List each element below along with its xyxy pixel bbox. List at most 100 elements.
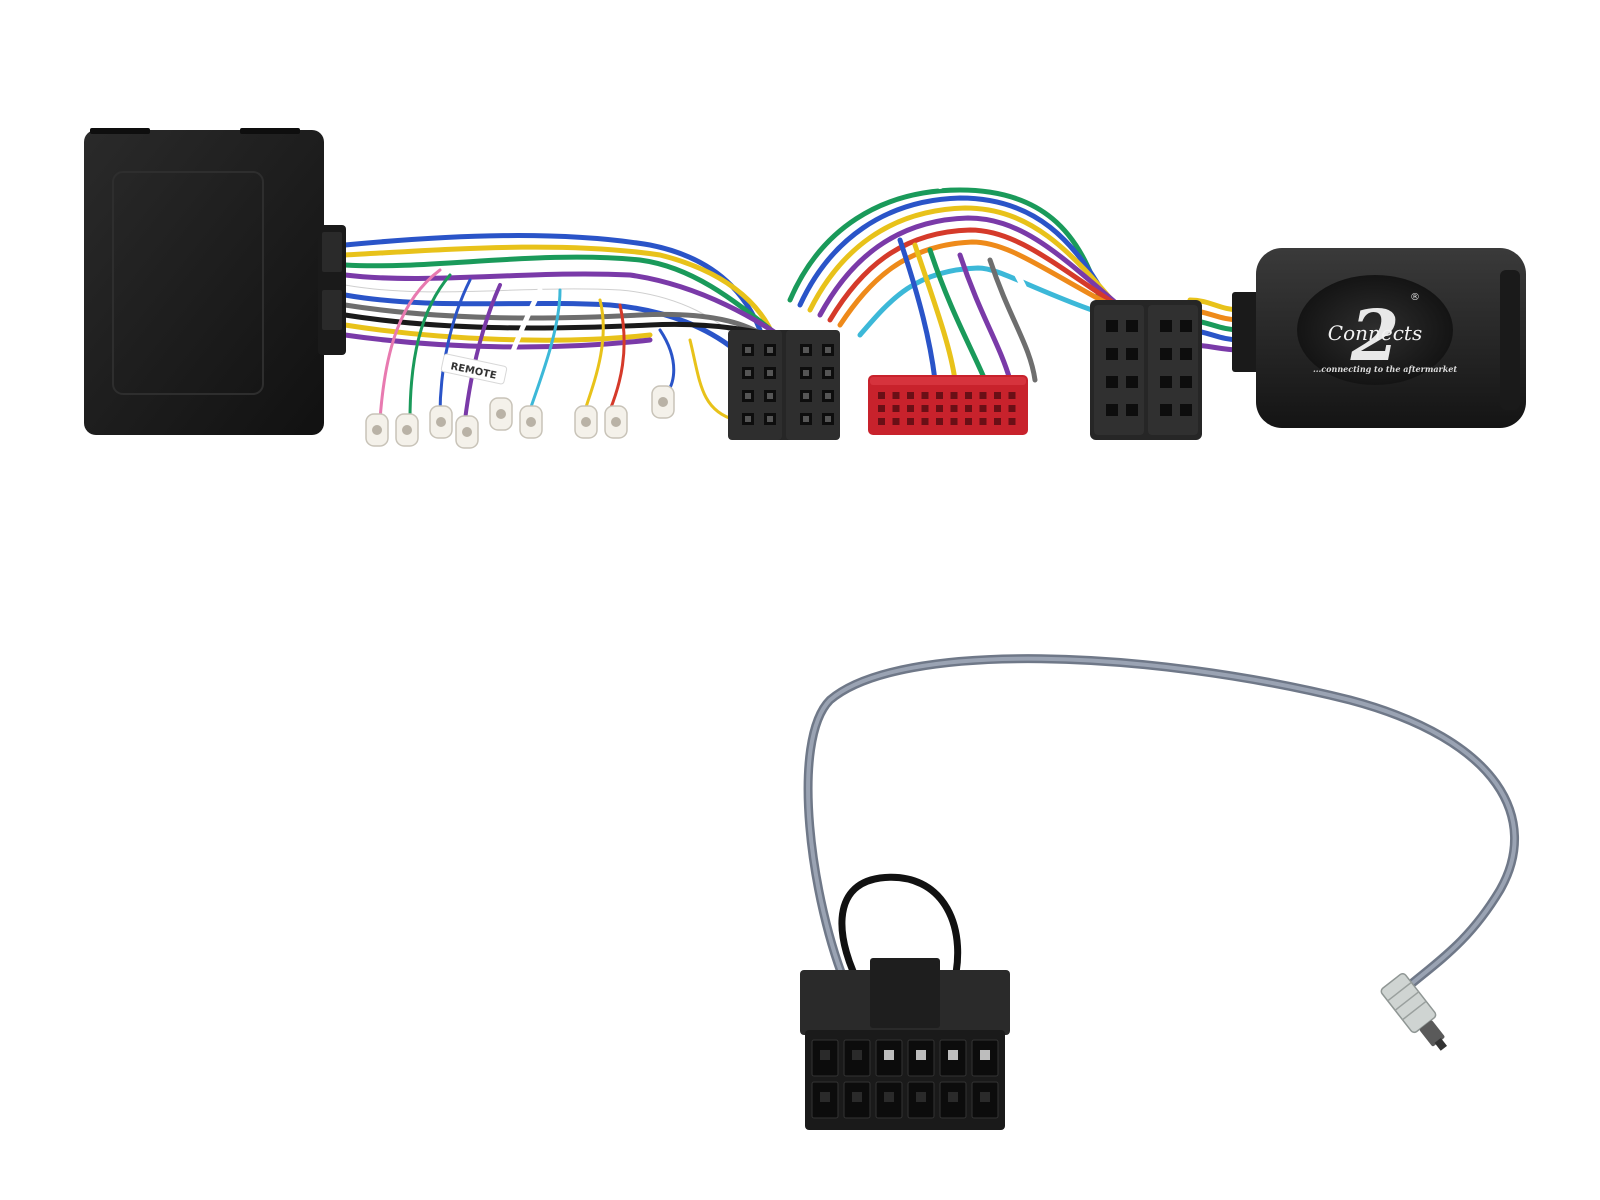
red-pin [965, 418, 972, 425]
iso-pin-contact [825, 393, 831, 399]
red-pin [892, 418, 900, 425]
grey-cable [803, 654, 1519, 995]
red-pin [950, 392, 958, 399]
red-pin [936, 392, 943, 399]
iso-right-pins [1106, 320, 1192, 416]
iso-pin [1180, 320, 1192, 332]
antenna-plug [1380, 972, 1448, 1051]
red-pin [878, 392, 885, 399]
interface-module: 2 Connects ® ...connecting to the afterm… [1232, 248, 1526, 428]
red-pin [907, 392, 914, 399]
brand-logo-numeral: 2 [1350, 294, 1400, 377]
iso-pin-contact [767, 347, 773, 353]
terminal-crimp [496, 409, 506, 419]
iso-pin [1106, 320, 1118, 332]
red-pin [979, 418, 987, 425]
socket-contact [916, 1092, 926, 1102]
iso-pin [1106, 376, 1118, 388]
registered-mark: ® [1410, 292, 1420, 303]
socket-contact [884, 1092, 894, 1102]
red-pin [907, 405, 914, 412]
red-connector [868, 375, 1028, 435]
jumper-wire [838, 873, 962, 992]
red-pin [994, 405, 1001, 412]
red-pin [994, 392, 1001, 399]
terminal-crimp [581, 417, 591, 427]
red-pin [907, 418, 914, 425]
terminal-crimp [462, 427, 472, 437]
socket-contact [820, 1050, 830, 1060]
interface-box [84, 128, 346, 435]
iso-pin [1126, 348, 1138, 360]
red-pin [936, 418, 943, 425]
iso-pin-contact [745, 416, 751, 422]
red-pin [979, 392, 987, 399]
iso-pin-contact [803, 370, 809, 376]
red-pin [994, 418, 1001, 425]
iso-pin [1160, 320, 1172, 332]
red-pin [878, 405, 885, 412]
iso-pin [1160, 376, 1172, 388]
red-pin [892, 405, 900, 412]
iso-pin-contact [825, 416, 831, 422]
iso-pin-contact [745, 393, 751, 399]
terminal-crimp [436, 417, 446, 427]
red-pin [979, 405, 987, 412]
iso-pin-contact [825, 370, 831, 376]
iso-pin [1106, 404, 1118, 416]
red-pin [878, 418, 885, 425]
red-pin [1008, 392, 1016, 399]
socket-contact [980, 1092, 990, 1102]
red-connector-pins [878, 392, 1016, 425]
terminal-crimp [526, 417, 536, 427]
red-pin [950, 405, 958, 412]
brand-logo-wordmark: Connects [1328, 321, 1422, 345]
iso-pin [1180, 404, 1192, 416]
red-pin [1008, 418, 1016, 425]
iso-pin [1126, 404, 1138, 416]
iso-pin-contact [767, 393, 773, 399]
iso-pin [1180, 376, 1192, 388]
iso-pin-contact [803, 347, 809, 353]
terminal-crimp [402, 425, 412, 435]
iso-pin [1160, 348, 1172, 360]
iso-connector-black [728, 330, 840, 440]
red-pin [921, 418, 929, 425]
red-pin [965, 405, 972, 412]
red-pin [921, 392, 929, 399]
red-pin [892, 392, 900, 399]
iso-pin-contact [767, 370, 773, 376]
iso-pin-contact [745, 370, 751, 376]
iso-pin [1126, 320, 1138, 332]
iso-pin [1126, 376, 1138, 388]
socket-contact [884, 1050, 894, 1060]
socket-contact [948, 1092, 958, 1102]
terminal-crimp [658, 397, 668, 407]
red-pin [936, 405, 943, 412]
terminal-crimp [372, 425, 382, 435]
socket-contact [980, 1050, 990, 1060]
iso-pin [1180, 348, 1192, 360]
socket-contact [948, 1050, 958, 1060]
red-pin [965, 392, 972, 399]
iso-connector-right [1090, 300, 1202, 440]
socket-contact [916, 1050, 926, 1060]
iso-pin-contact [825, 347, 831, 353]
iso-pin-contact [745, 347, 751, 353]
terminal-crimp [611, 417, 621, 427]
iso-connector-pins [742, 344, 834, 425]
spade-terminals [365, 385, 675, 449]
iso-pin-contact [803, 416, 809, 422]
iso-pin-contact [767, 416, 773, 422]
iso-pin [1106, 348, 1118, 360]
twelve-pin-sockets [811, 1039, 999, 1119]
red-pin [1008, 405, 1016, 412]
socket-contact [852, 1092, 862, 1102]
iso-pin [1160, 404, 1172, 416]
red-pin [921, 405, 929, 412]
red-pin [950, 418, 958, 425]
socket-contact [820, 1092, 830, 1102]
socket-contact [852, 1050, 862, 1060]
brand-tagline: ...connecting to the aftermarket [1313, 364, 1457, 374]
